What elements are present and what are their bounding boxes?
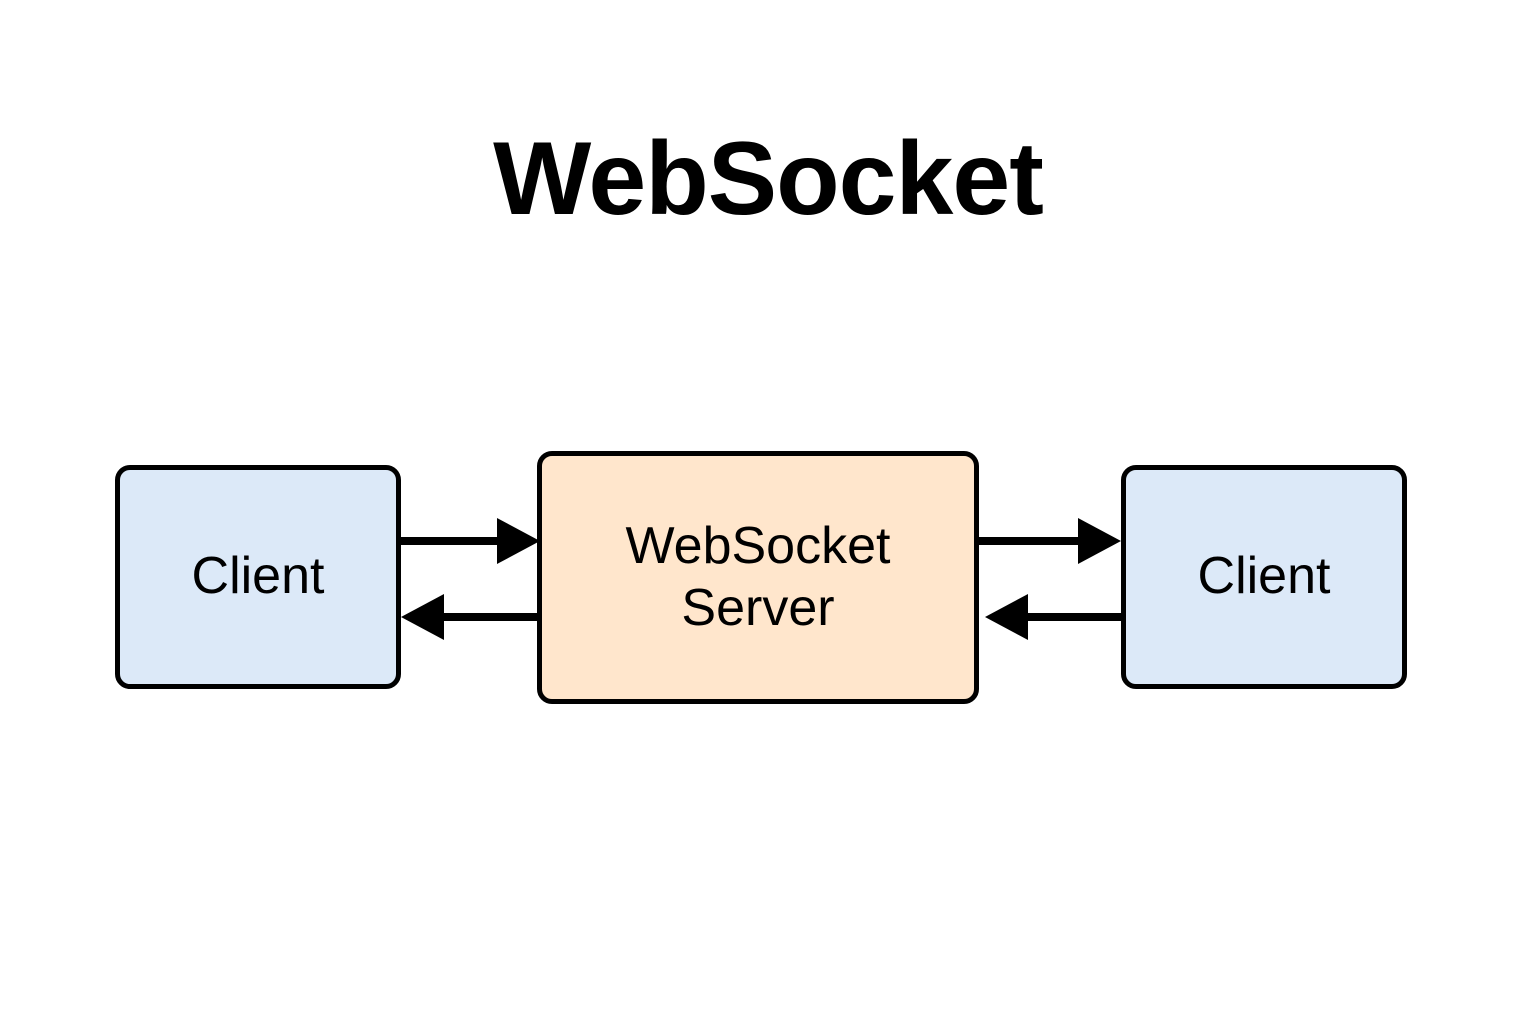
arrowhead-right-icon [1078, 518, 1121, 564]
node-websocket-server[interactable]: WebSocket Server [537, 451, 979, 704]
arrow-left-client-to-server [401, 518, 540, 564]
node-client-left[interactable]: Client [115, 465, 401, 689]
node-client-left-label: Client [191, 547, 325, 606]
arrowhead-left-icon [985, 594, 1028, 640]
arrowhead-right-icon [497, 518, 540, 564]
node-client-right-label: Client [1197, 547, 1331, 606]
arrow-server-to-left-client [401, 594, 537, 640]
node-client-right[interactable]: Client [1121, 465, 1407, 689]
arrowhead-left-icon [401, 594, 444, 640]
arrow-server-to-right-client [979, 518, 1121, 564]
node-websocket-server-label: WebSocket Server [625, 517, 891, 637]
page-title: WebSocket [493, 121, 1044, 237]
arrow-right-client-to-server [985, 594, 1121, 640]
